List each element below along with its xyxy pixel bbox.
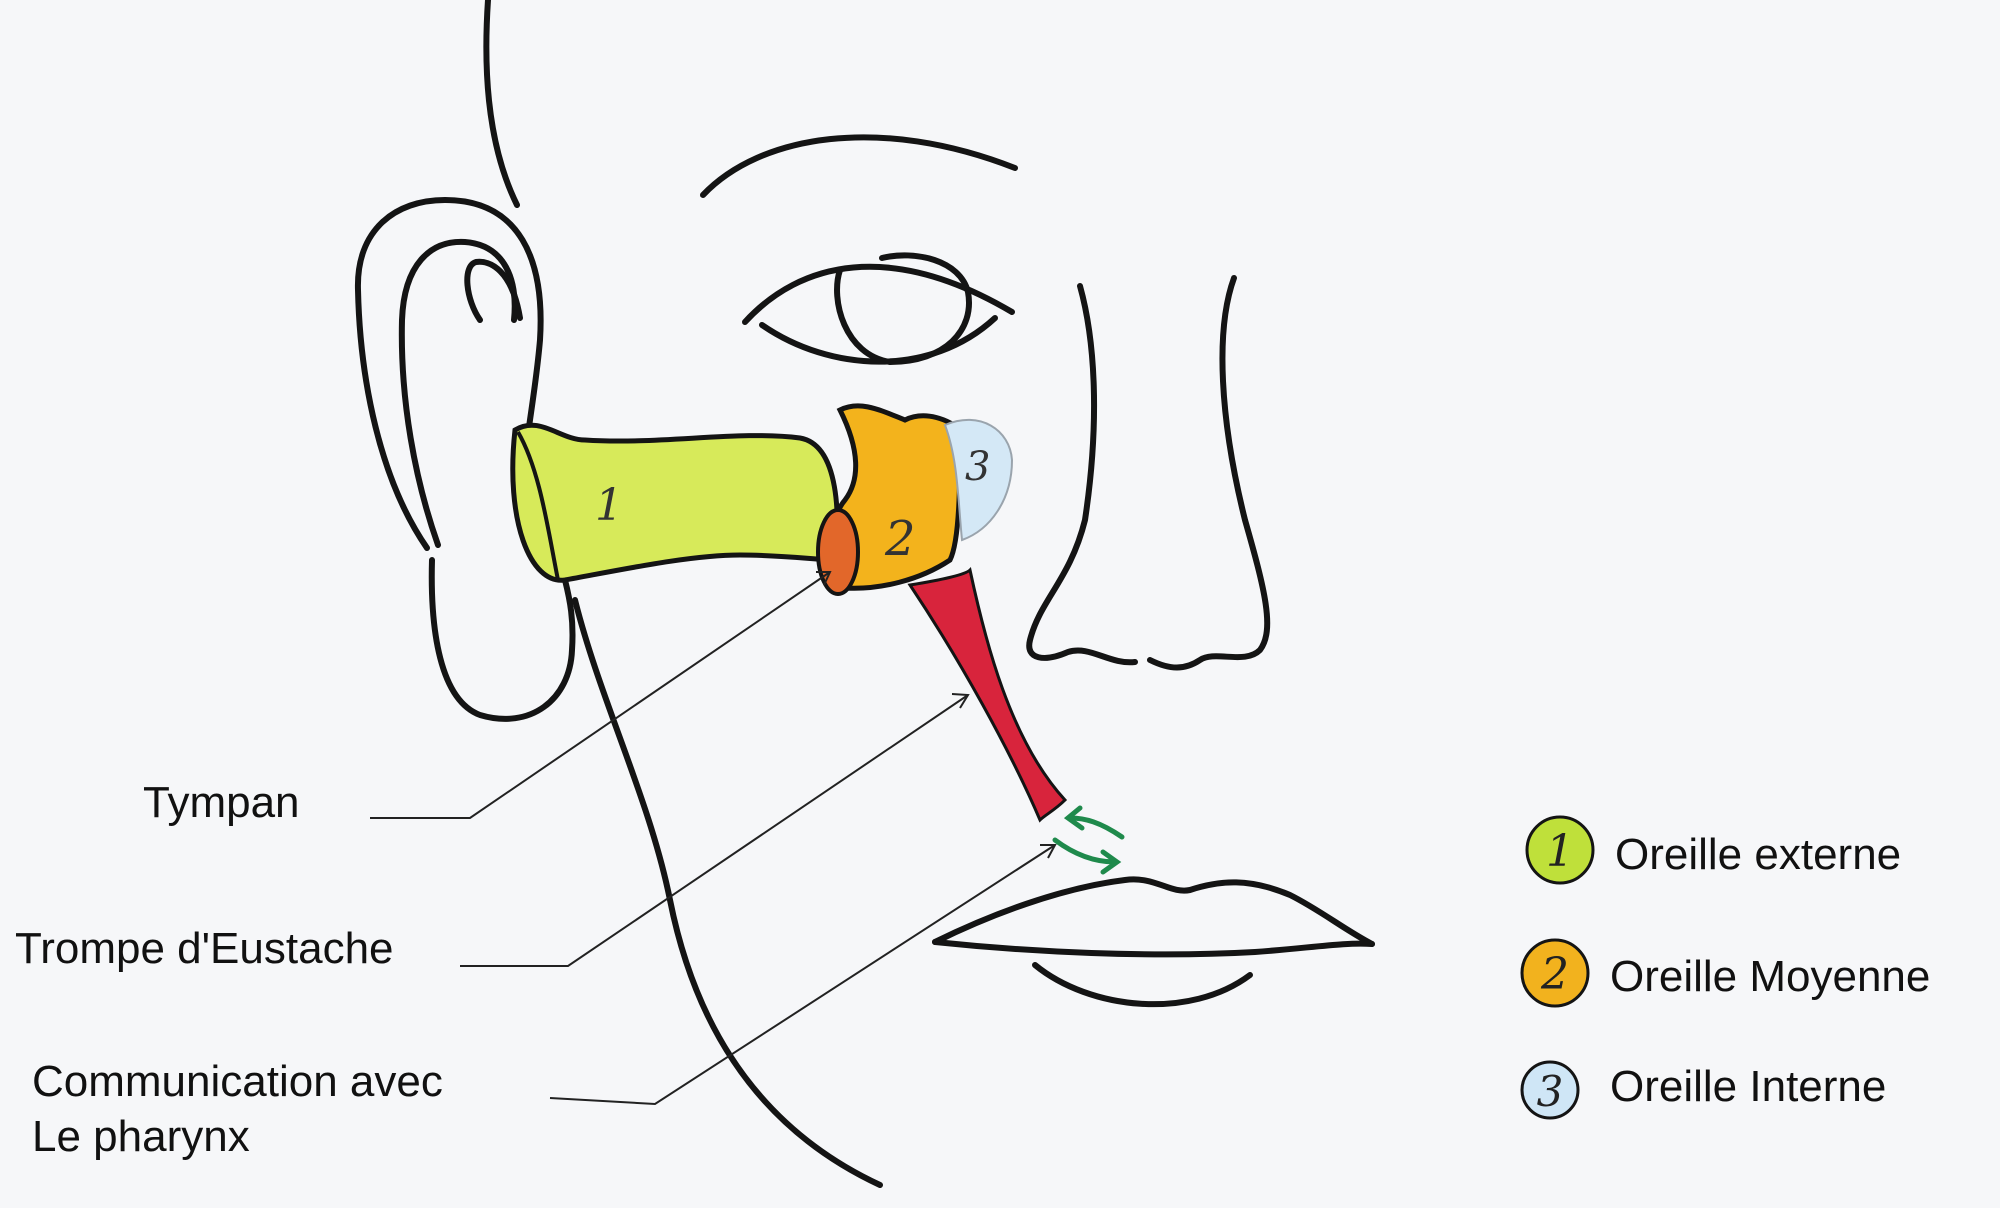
region-number-inner: 3 [965, 444, 990, 490]
middle-ear-region [830, 403, 963, 591]
legend-circle-outer [1525, 815, 1595, 885]
nose-side [1147, 275, 1271, 671]
inner-ear-region [943, 419, 1014, 542]
region-number-middle: 2 [884, 511, 916, 567]
label-eustache: Trompe d'Eustache [15, 924, 394, 973]
jaw-line [572, 597, 883, 1188]
legend-number-inner: 3 [1537, 1067, 1564, 1116]
ear-canal-opening [516, 430, 560, 581]
arrow-down-head [1100, 849, 1122, 875]
leader-eustache-arrow [951, 693, 970, 709]
eye-lower-lid [759, 315, 998, 365]
head-outline [483, 0, 520, 208]
legend-label-outer: Oreille externe [1615, 830, 1902, 879]
outer-ear-region [510, 422, 840, 583]
arrow-up-head [1063, 805, 1085, 831]
leader-eustache [460, 694, 969, 967]
ear-helix [464, 258, 523, 323]
legend-circle-inner [1520, 1060, 1580, 1120]
leader-tympan-arrow [816, 571, 832, 586]
upper-lip [932, 876, 1375, 947]
nose-bridge [1026, 283, 1138, 666]
legend-label-inner: Oreille Interne [1610, 1062, 1887, 1111]
legend-markers: 1 2 3 [1520, 815, 1595, 1120]
earlobe [428, 557, 576, 722]
region-number-outer: 1 [595, 480, 623, 531]
mouth-line [932, 939, 1375, 958]
lower-lip [1032, 962, 1253, 1008]
legend-number-outer: 1 [1546, 826, 1574, 877]
eustachian-tube [907, 566, 1068, 823]
leader-tympan [370, 571, 831, 819]
arrow-down [1052, 837, 1118, 865]
ear-outline [354, 197, 544, 551]
label-communication-line1: Communication avec [32, 1057, 443, 1106]
label-tympan: Tympan [143, 778, 300, 827]
eye-iris [834, 252, 972, 365]
leader-communication-arrow [1040, 844, 1057, 859]
arrow-up [1067, 815, 1125, 840]
legend-circle-middle [1520, 938, 1590, 1008]
legend-label-middle: Oreille Moyenne [1610, 952, 1931, 1001]
legend-number-middle: 2 [1540, 949, 1569, 1000]
tympan-shape [816, 508, 860, 596]
eye-upper-lid [742, 263, 1015, 325]
eyebrow [700, 134, 1018, 198]
label-communication-line2: Le pharynx [32, 1112, 250, 1161]
leader-communication [549, 844, 1056, 1106]
ear-inner-fold [398, 238, 518, 548]
